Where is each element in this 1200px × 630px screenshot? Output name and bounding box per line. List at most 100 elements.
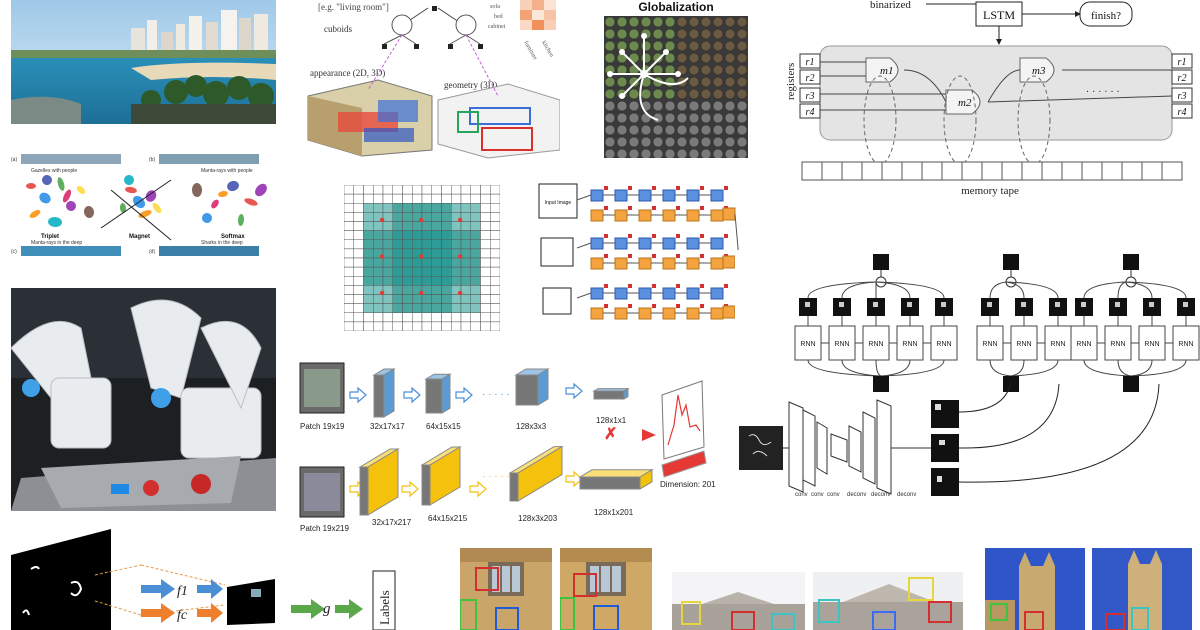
grid-cell — [392, 294, 403, 304]
tape-cell — [921, 161, 943, 181]
grid-cell — [736, 100, 748, 112]
grid-cell — [490, 221, 500, 231]
grid-cell — [431, 312, 442, 323]
pipeline-orange-block — [710, 307, 724, 320]
grid-cell — [736, 28, 748, 40]
pipeline-red-marker — [700, 254, 704, 258]
grid-cell — [724, 112, 736, 124]
grid-cell — [412, 230, 423, 240]
grid-point — [418, 290, 424, 296]
grid-cell — [402, 303, 413, 313]
finish-label: finish? — [1091, 10, 1121, 22]
grid-cell — [412, 266, 423, 277]
rnn-connector — [807, 281, 877, 299]
grid-cell — [373, 312, 384, 323]
pipeline-red-marker — [724, 284, 728, 288]
grid-cell — [373, 185, 384, 195]
rnn-cell-label: RNN — [868, 341, 883, 348]
pipeline-blue-block — [590, 237, 604, 250]
rnn-cell-label: RNN — [1144, 341, 1159, 348]
tape-cell — [1061, 161, 1083, 181]
grid-cell — [373, 239, 384, 250]
layer-block-side — [429, 446, 461, 506]
grid-cell — [431, 294, 442, 304]
pipeline-red-marker — [676, 254, 680, 258]
grid-cell — [470, 193, 481, 204]
grid-cell — [451, 193, 462, 204]
grid-cell — [460, 248, 471, 259]
grid-cell — [382, 276, 393, 286]
grid-cell — [688, 100, 700, 112]
grid-cell — [392, 230, 403, 240]
grid-cell — [460, 312, 471, 323]
grid-cell — [402, 185, 413, 195]
grid-cell — [353, 285, 364, 295]
rnn-input-patch — [1183, 302, 1188, 307]
layer-block-side — [441, 373, 451, 414]
rnn-connector — [989, 359, 1012, 377]
grid-cell — [431, 203, 442, 213]
grid-cell — [688, 28, 700, 40]
grid-cell — [664, 16, 676, 28]
grid-cell — [412, 276, 423, 286]
rnn-cell-label: RNN — [1016, 341, 1031, 348]
grid-cell — [412, 221, 423, 231]
memory-tape-label: memory tape — [961, 185, 1019, 197]
grid-cell — [724, 52, 736, 64]
rnn-connector — [1010, 359, 1059, 377]
pipeline-red-marker — [700, 206, 704, 210]
rnn-input-patch — [805, 302, 810, 307]
rnn-cell-label: RNN — [834, 341, 849, 348]
grid-cell — [664, 100, 676, 112]
register-box — [799, 69, 821, 85]
grid-cell — [402, 221, 413, 231]
layer-block-side — [367, 448, 399, 516]
top-layer-1: 32x17x17 — [370, 422, 405, 431]
grid-cell — [373, 321, 384, 331]
grid-cell — [640, 88, 652, 100]
rnn-input-patch — [1021, 302, 1026, 307]
register-label: r2 — [806, 73, 815, 84]
grid-cell — [344, 239, 354, 250]
grid-cell — [724, 76, 736, 88]
grid-cell — [460, 193, 471, 204]
grid-cell — [700, 40, 712, 52]
grid-cell — [688, 124, 700, 136]
grid-cell — [421, 294, 432, 304]
rnn-input-patch — [1055, 302, 1060, 307]
grid-cell — [470, 294, 481, 304]
grid-cell — [382, 294, 393, 304]
grid-cell — [724, 40, 736, 52]
rnn-output-image — [1123, 254, 1139, 270]
cuboids-label: cuboids — [324, 24, 352, 34]
grid-cell — [344, 212, 354, 222]
pipeline-orange-block — [662, 209, 676, 222]
grid-cell — [480, 248, 491, 259]
pipeline-orange-block — [638, 307, 652, 320]
pipeline-red-marker — [628, 206, 632, 210]
grid-cell — [676, 40, 688, 52]
grid-cell — [353, 312, 364, 323]
rnn-connector — [841, 359, 882, 377]
grid-cell — [640, 148, 652, 158]
pipeline-orange-block — [710, 257, 724, 270]
grid-cell — [628, 100, 640, 112]
grid-cell — [392, 285, 403, 295]
grid-cell — [688, 88, 700, 100]
pipeline-orange-block — [638, 209, 652, 222]
grid-cell — [712, 148, 724, 158]
grid-cell — [628, 136, 640, 148]
grid-cell — [628, 124, 640, 136]
grid-cell — [441, 239, 452, 250]
grid-cell — [736, 124, 748, 136]
grid-cell — [736, 88, 748, 100]
input-image-label: Input Image — [545, 200, 572, 206]
g-label: g — [323, 601, 331, 617]
rnn-connector — [1083, 359, 1132, 377]
pipeline-blue-block — [638, 189, 652, 202]
grid-cell — [363, 203, 374, 213]
flow-arrow — [565, 382, 583, 400]
grid-cell — [616, 148, 628, 158]
grid-cell — [392, 248, 403, 259]
grid-cell — [688, 52, 700, 64]
